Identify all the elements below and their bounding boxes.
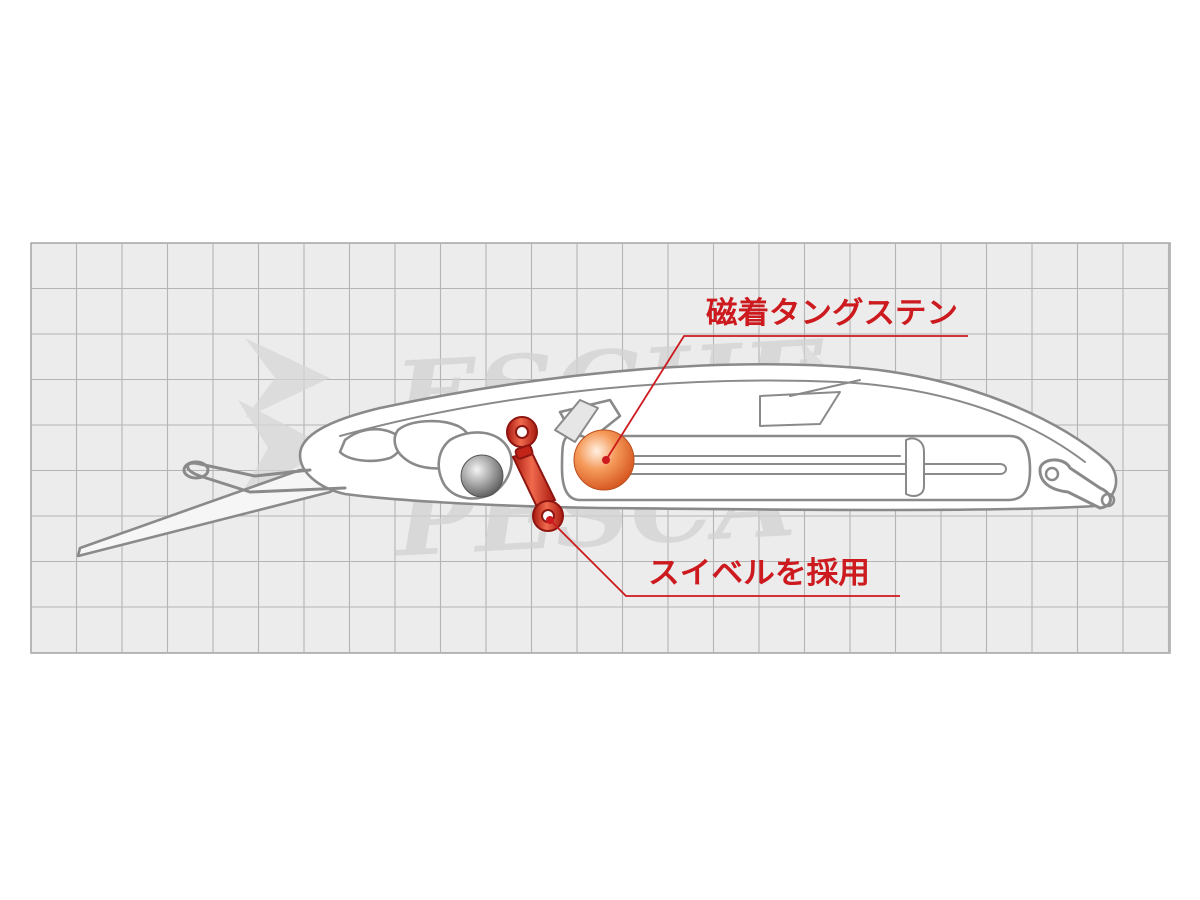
tail-eye-hole-1 <box>1044 466 1060 482</box>
lure-body <box>76 363 1118 558</box>
callout-tungsten-label: 磁着タングステン <box>706 296 958 331</box>
chamber-stopper <box>905 437 925 497</box>
swivel-top-eye-hole <box>515 425 529 439</box>
tail-eye-hole-2 <box>1100 492 1116 508</box>
upper-rib-2 <box>759 391 841 427</box>
steel-ball <box>460 454 504 498</box>
weight-rail <box>609 463 1007 475</box>
callout-swivel-dot <box>546 516 554 524</box>
swivel-collar <box>514 444 534 460</box>
line-tie-eye <box>186 461 347 494</box>
callout-swivel: スイベルを採用 <box>546 516 900 597</box>
callout-tungsten: 磁着タングステン <box>602 296 968 464</box>
callout-tungsten-dot <box>602 456 610 464</box>
upper-rib-3 <box>789 379 861 397</box>
back-contour <box>339 379 1086 463</box>
callout-swivel-leader <box>549 519 900 597</box>
line-tie-loop <box>182 460 210 480</box>
swivel <box>506 416 564 532</box>
callout-swivel-label: スイベルを採用 <box>648 556 870 591</box>
stopper-block <box>554 399 599 443</box>
callout-tungsten-leader <box>605 335 968 461</box>
